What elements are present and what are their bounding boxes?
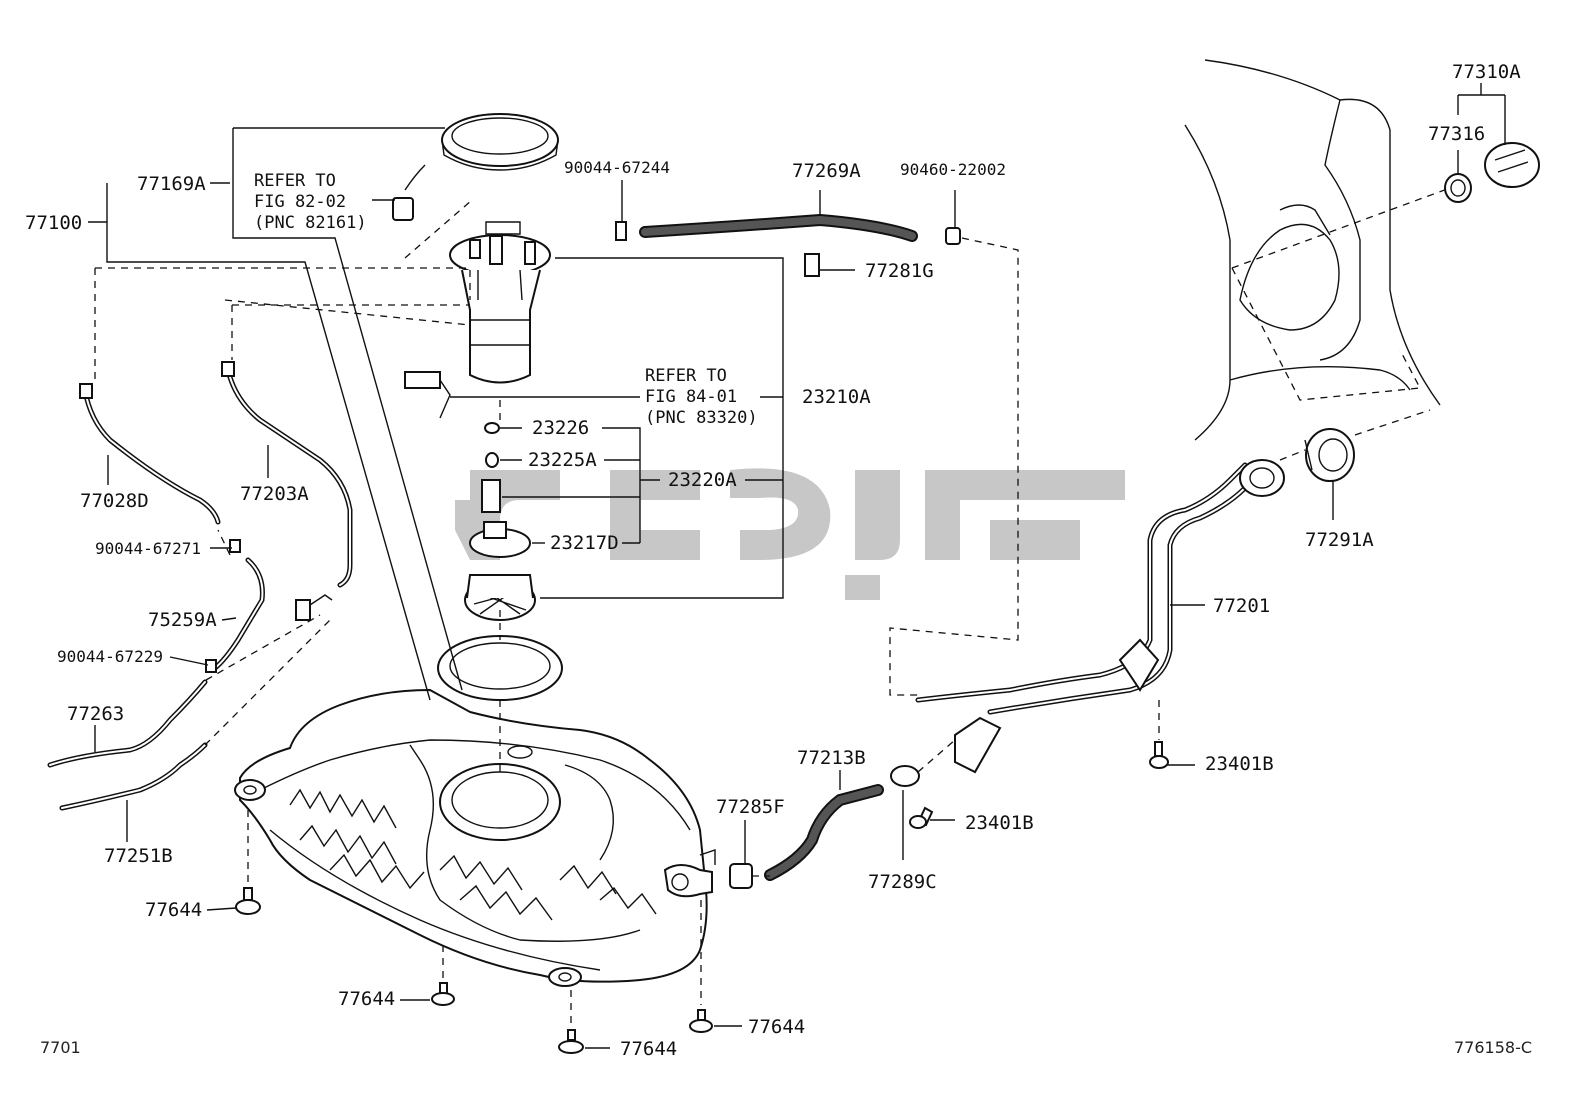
label-77310A: 77310A [1452,61,1521,83]
label-77100: 77100 [25,212,82,234]
part-labels: 77169A 77100 REFER TO FIG 82-02 (PNC 821… [25,61,1521,1060]
watermark-logo [455,468,1125,600]
bolt-77644-mid [431,982,455,1006]
label-77269A: 77269A [792,160,861,182]
label-90044-67244: 90044-67244 [564,158,670,177]
label-77644-right: 77644 [748,1016,805,1038]
filler-hose [729,765,920,889]
label-23401B-bottom: 23401B [965,812,1034,834]
drawing-id: 776158-C [1454,1038,1532,1057]
label-90044-67229: 90044-67229 [57,647,163,666]
label-23217D: 23217D [550,532,619,554]
fuel-pump-assembly [404,113,559,621]
label-77644-bottom: 77644 [620,1038,677,1060]
label-23225A: 23225A [528,449,597,471]
bolt-23401B-top [1149,741,1169,769]
label-90044-67271: 90044-67271 [95,539,201,558]
label-75259A: 75259A [148,609,217,631]
tank-gasket-ring [437,635,563,701]
figure-number: 7701 [40,1038,81,1057]
label-77281G: 77281G [865,260,934,282]
wire-connector [392,164,426,221]
label-77201: 77201 [1213,595,1270,617]
bolt-23401B-bottom [909,806,934,829]
label-refer-84-c: (PNC 83320) [645,408,758,428]
filler-pipe [915,459,1285,774]
label-77251B: 77251B [104,845,173,867]
label-77289C: 77289C [868,871,937,893]
label-77263: 77263 [67,703,124,725]
label-77644-mid: 77644 [338,988,395,1010]
label-77028D: 77028D [80,490,149,512]
filler-ring [1304,428,1355,482]
bolt-77644-right [689,1009,713,1033]
label-refer-84-b: FIG 84-01 [645,387,737,407]
label-77169A: 77169A [137,173,206,195]
label-77291A: 77291A [1305,529,1374,551]
body-panel [1184,59,1540,441]
label-23401B-top: 23401B [1205,753,1274,775]
leader-lines [88,83,1506,1049]
bolts [235,741,1169,1054]
label-refer-82-c: (PNC 82161) [254,213,367,233]
label-90460-22002: 90460-22002 [900,160,1006,179]
fuel-tank [234,688,716,987]
label-refer-82-b: FIG 82-02 [254,192,346,212]
label-77203A: 77203A [240,483,309,505]
label-refer-84-a: REFER TO [645,366,727,386]
label-23220A: 23220A [668,469,737,491]
label-77316: 77316 [1428,123,1485,145]
label-77644-left: 77644 [145,899,202,921]
vent-hose [615,213,961,277]
bolt-77644-bottom [558,1029,584,1054]
dashed-lines [94,187,1451,1025]
bolt-77644-left [235,887,261,915]
corner-labels: 7701 776158-C [40,1038,1532,1057]
vapor-tubes [47,361,353,811]
label-23226: 23226 [532,417,589,439]
label-77213B: 77213B [797,747,866,769]
label-77285F: 77285F [716,796,785,818]
label-23210A: 23210A [802,386,871,408]
label-refer-82-a: REFER TO [254,171,336,191]
